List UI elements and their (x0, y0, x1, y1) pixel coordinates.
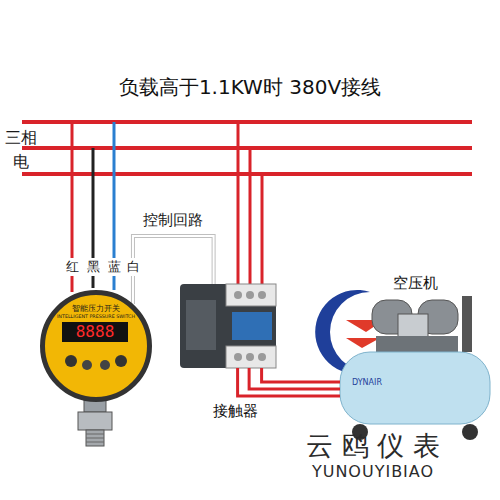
switch-buttons (115, 355, 127, 367)
contactor-supply-wires (237, 122, 240, 290)
air-compressor: 空压机 DYNAIR (340, 274, 495, 440)
contactor-body (180, 284, 276, 368)
wire-color-label: 红 (64, 258, 80, 276)
air-compressor (376, 336, 458, 354)
contactor-supply-wires (261, 174, 264, 290)
contactor-body (226, 284, 276, 306)
pressure-fitting (86, 430, 104, 446)
wire (133, 236, 214, 304)
contactor-body (186, 300, 216, 350)
pressure-fitting (86, 442, 104, 443)
contactor-body (258, 291, 266, 299)
wire-color-label: 白 (125, 258, 141, 276)
pressure-fitting (78, 398, 112, 446)
phase-label: 三相电 (4, 126, 38, 174)
pressure-fitting (78, 412, 112, 430)
contactor-supply-wires (249, 148, 252, 290)
wire-color-label: 黑 (85, 258, 101, 276)
switch-buttons (65, 355, 77, 367)
contactor-supply-wires (238, 122, 262, 290)
switch-buttons (100, 360, 110, 370)
contactor: 接触器 (180, 284, 276, 368)
wire (249, 368, 340, 389)
compressor-logo (346, 338, 380, 348)
part-name: 接触器 (190, 402, 280, 421)
switch-buttons (82, 360, 92, 370)
brand-name: DYNAIR (352, 378, 412, 387)
air-compressor (462, 424, 478, 440)
pressure-fitting (86, 438, 104, 439)
contactor-body (234, 353, 242, 361)
wire (238, 368, 340, 396)
contactor-body (226, 346, 276, 368)
three-phase-bus (22, 120, 472, 176)
air-compressor (340, 296, 490, 440)
contactor-body (232, 312, 272, 340)
air-compressor (340, 352, 490, 424)
pressure-switch: 智能压力开关INTELLIGENT PRESSURE SWITCH (40, 290, 152, 402)
watermark: YUNOUYIBIAO (278, 462, 468, 481)
connector (238, 368, 340, 396)
contactor-body (234, 291, 242, 299)
contactor-body (180, 284, 276, 368)
edge-label: 控制回路 (141, 211, 205, 230)
watermark: 云 鸥 仪 表 (278, 428, 468, 464)
three-phase-bus (22, 146, 472, 150)
display-digits: 8888 (62, 322, 128, 342)
contactor-body (258, 353, 266, 361)
contactor-body (246, 291, 254, 299)
connector (133, 236, 214, 304)
air-compressor (398, 314, 428, 338)
part-name: 空压机 (380, 274, 450, 293)
air-compressor (462, 296, 472, 352)
contactor-body (246, 353, 254, 361)
wire (262, 368, 340, 382)
wire (133, 236, 214, 304)
diagram-title: 负载高于1.1KW时 380V接线 (0, 74, 500, 101)
device-subname: INTELLIGENT PRESSURE SWITCH (45, 314, 147, 319)
pressure-fitting (86, 434, 104, 435)
three-phase-bus (22, 120, 472, 124)
device-name: 智能压力开关 (45, 303, 147, 314)
wire-color-label: 蓝 (106, 258, 122, 276)
three-phase-bus (22, 172, 472, 176)
